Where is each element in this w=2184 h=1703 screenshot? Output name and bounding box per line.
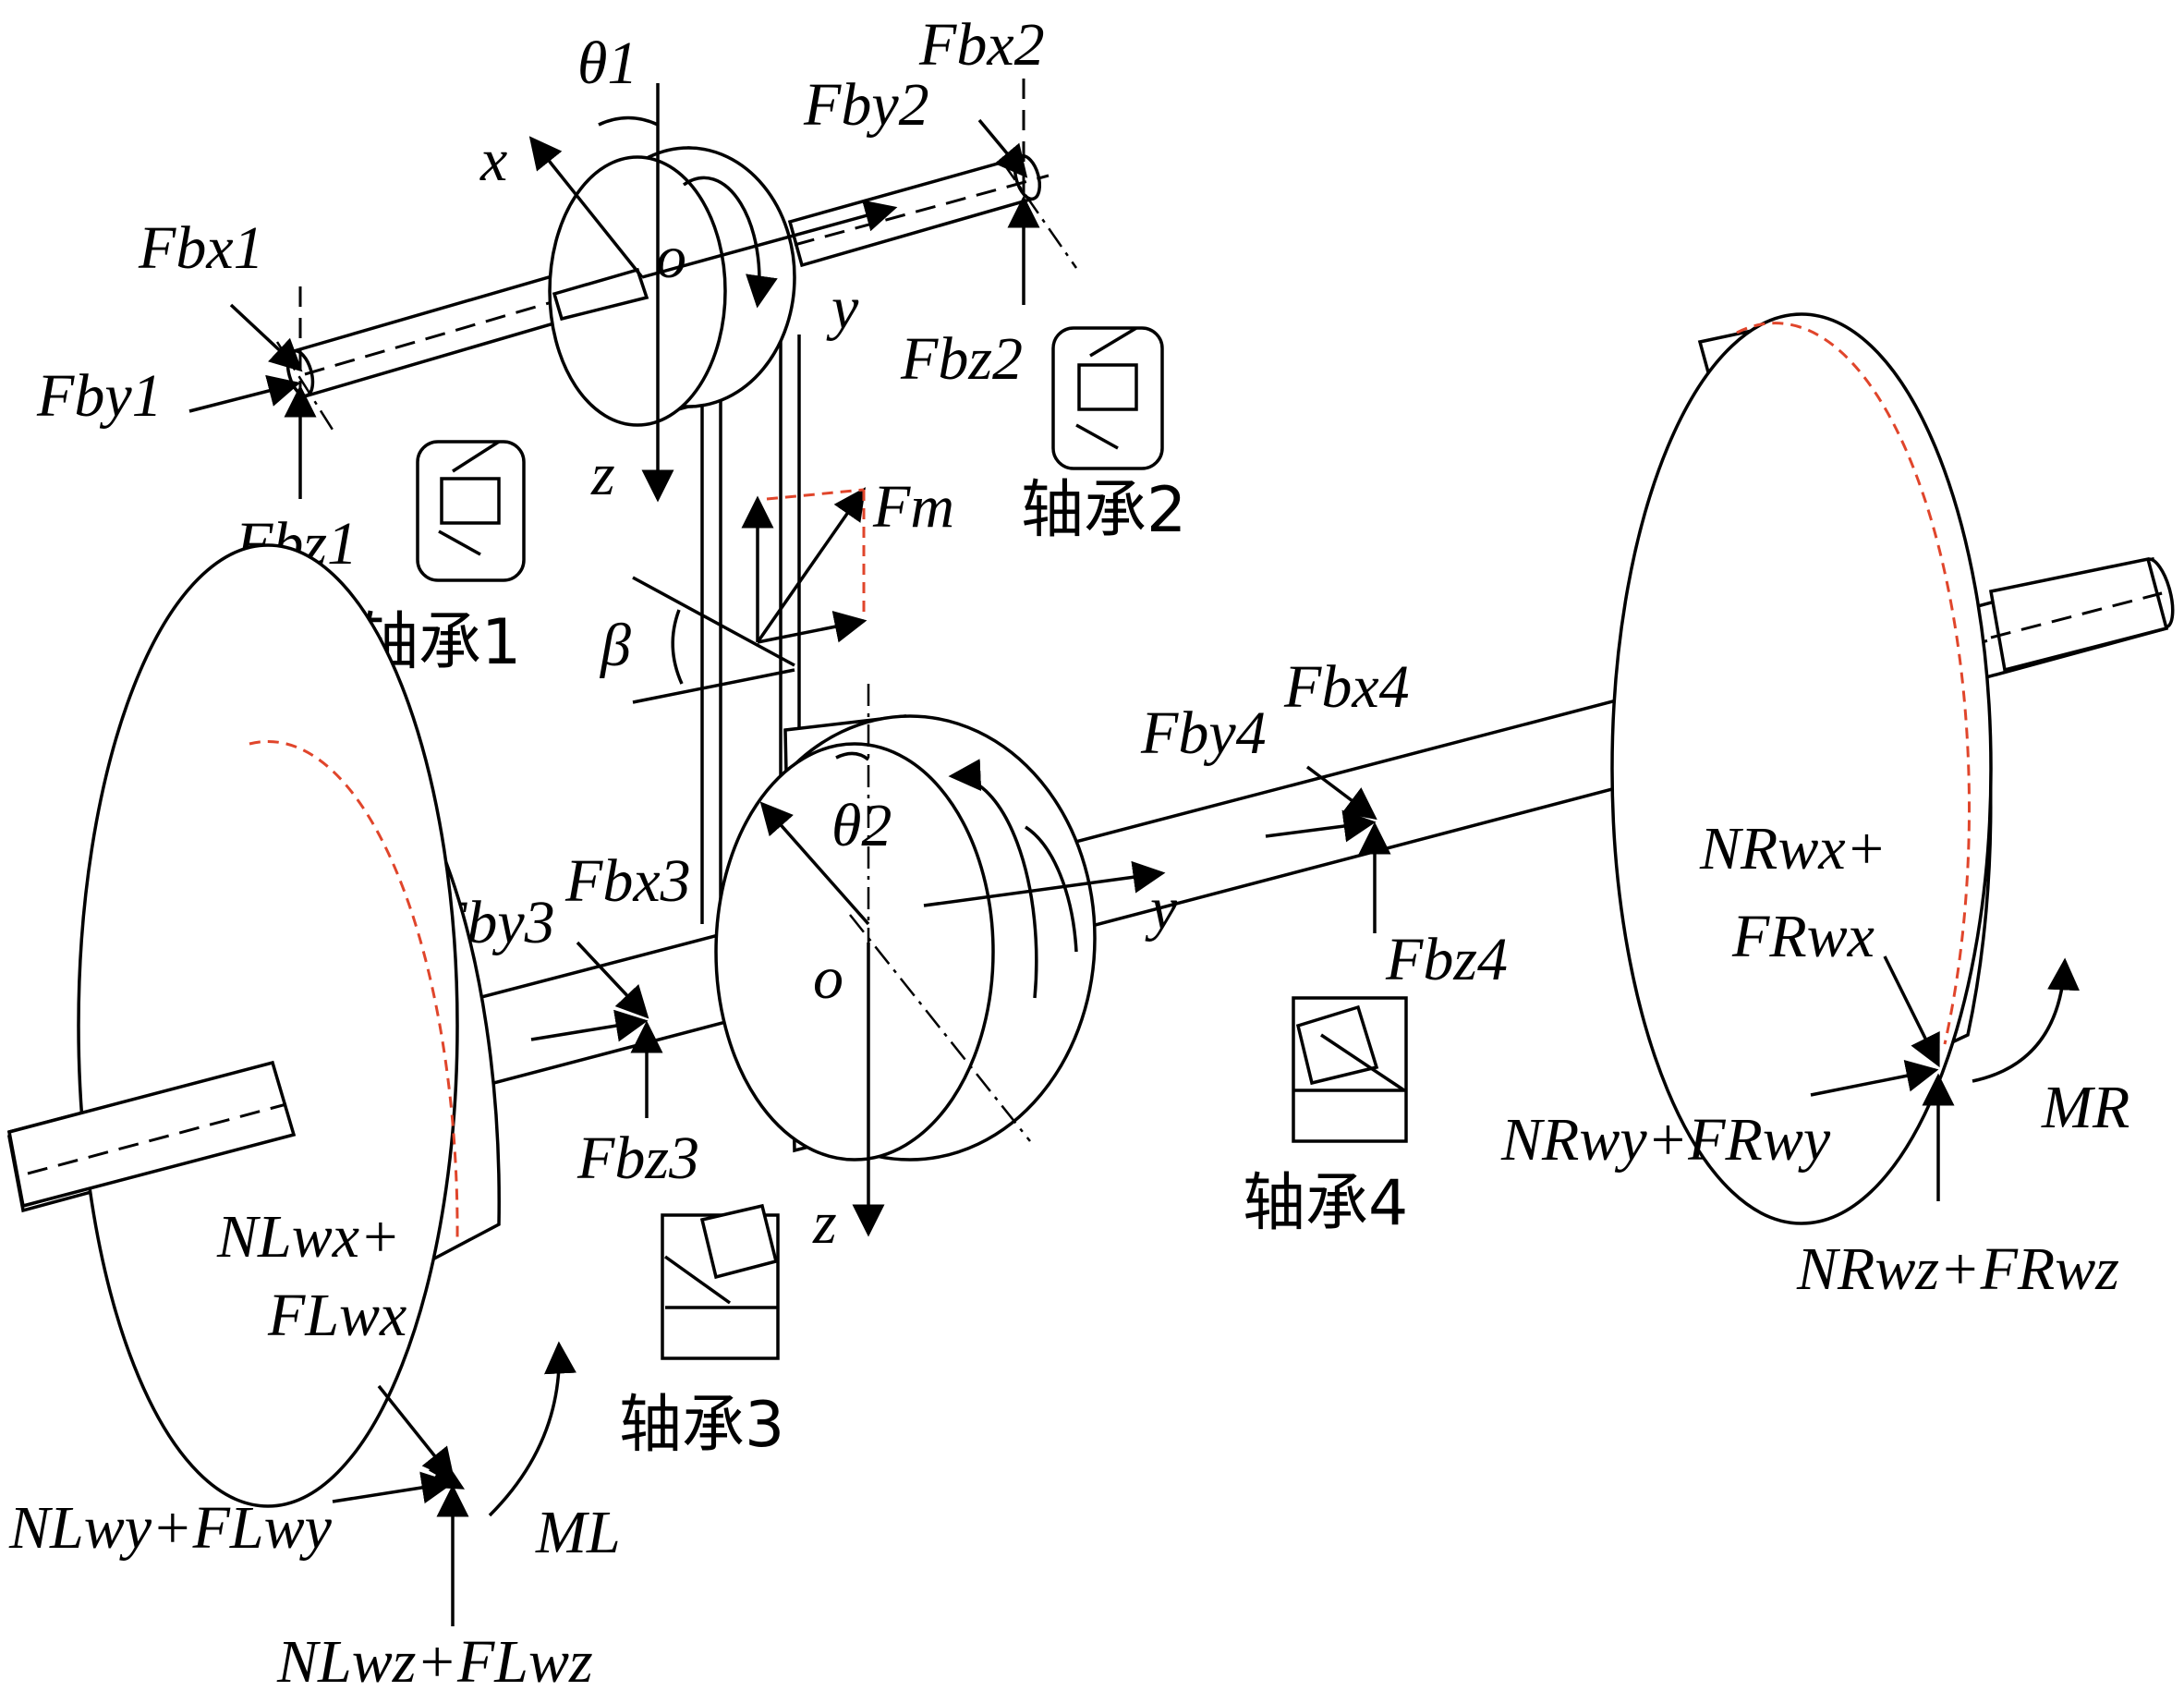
label-FLwx: FLwx <box>267 1282 406 1349</box>
label-NLwx: NLwx+ <box>216 1203 401 1271</box>
label-o-upper: o <box>656 224 686 291</box>
bearing3-forces <box>530 941 663 1118</box>
label-y-lower: y <box>1145 875 1178 943</box>
label-Fbz3: Fbz3 <box>576 1125 699 1192</box>
bearing1-icon <box>416 440 526 582</box>
bearing4-icon <box>1292 996 1408 1143</box>
label-MR: MR <box>2041 1074 2129 1141</box>
label-Fbx1: Fbx1 <box>138 214 264 282</box>
label-theta1: θ1 <box>577 30 637 97</box>
label-Fbx2: Fbx2 <box>918 11 1045 79</box>
bearing2-icon <box>1051 326 1164 470</box>
label-Fby2: Fby2 <box>803 71 929 139</box>
right-wheel-forces <box>1810 955 2081 1201</box>
right-axle-stub <box>1988 556 2169 673</box>
motor-pulley <box>548 146 796 427</box>
label-bearing3: 轴承3 <box>619 1389 784 1462</box>
bearing1-forces <box>188 286 334 499</box>
bearing3-icon <box>661 1203 780 1360</box>
label-ML: ML <box>535 1499 621 1566</box>
label-Fbz2: Fbz2 <box>900 325 1023 393</box>
label-bearing2: 轴承2 <box>1021 474 1186 547</box>
right-wheel <box>1610 312 1993 1225</box>
label-NRwx: NRwx+ <box>1699 815 1887 882</box>
label-z-lower: z <box>812 1189 837 1257</box>
motor-axes <box>528 83 898 503</box>
label-z-upper: z <box>590 441 615 508</box>
left-wheel <box>77 543 501 1508</box>
label-o-lower: o <box>813 944 843 1012</box>
left-axle-centerline <box>27 1102 287 1175</box>
label-Fm: Fm <box>872 473 954 541</box>
left-wheel-forces <box>332 1341 576 1626</box>
left-axle-stub <box>6 1060 297 1209</box>
label-Fby1: Fby1 <box>36 362 163 430</box>
belt <box>700 333 801 924</box>
label-x-upper: x <box>479 127 507 194</box>
label-FRwx: FRwx <box>1731 903 1875 970</box>
label-Fbx3: Fbx3 <box>564 847 691 915</box>
axle-gear <box>714 684 1097 1192</box>
label-bearing4: 轴承4 <box>1243 1167 1408 1240</box>
label-y-upper: y <box>826 274 859 342</box>
label-beta: β <box>599 612 631 679</box>
bearing2-forces <box>977 79 1078 305</box>
label-Fby4: Fby4 <box>1140 699 1267 767</box>
label-NRwy: NRwy+FRwy <box>1500 1106 1831 1174</box>
label-NLwz: NLwz+FLwz <box>276 1628 593 1696</box>
belt-force-triangle <box>632 487 868 704</box>
bearing4-forces <box>1265 765 1391 933</box>
axle-axes <box>852 860 1166 1237</box>
label-NRwz: NRwz+FRwz <box>1796 1235 2119 1303</box>
label-Fbx4: Fbx4 <box>1283 653 1410 721</box>
label-NLwy: NLwy+FLwy <box>8 1494 333 1562</box>
label-theta2: θ2 <box>831 792 892 859</box>
label-Fbz4: Fbz4 <box>1385 926 1508 993</box>
